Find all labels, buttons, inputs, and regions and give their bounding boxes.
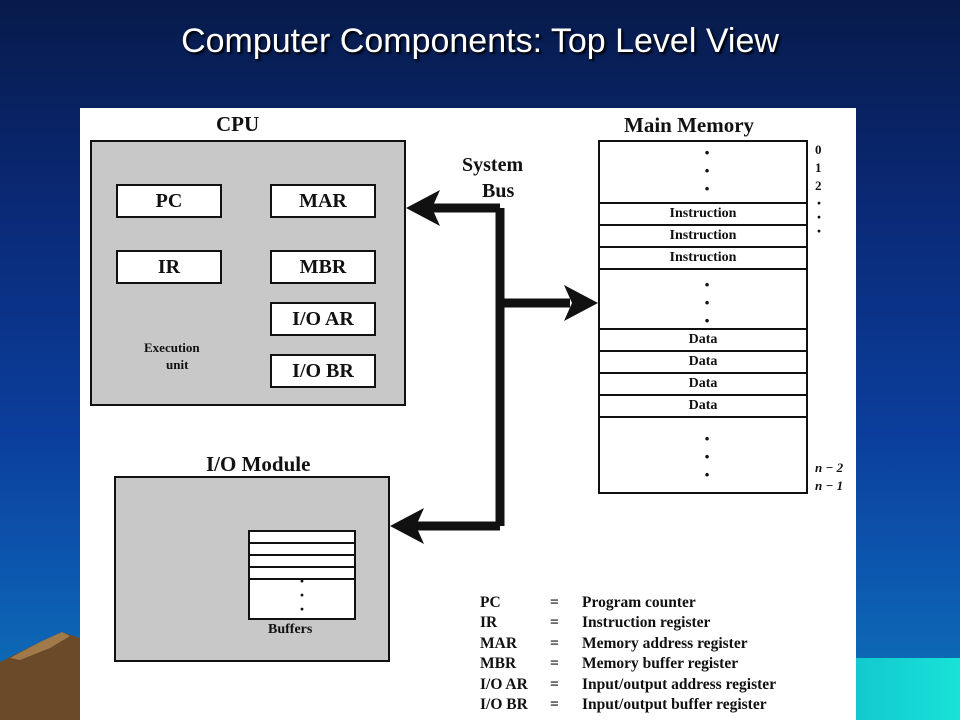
hill-decoration xyxy=(0,632,90,720)
memory-row-divider xyxy=(598,268,808,270)
legend-abbr: I/O BR xyxy=(480,696,528,713)
legend-meaning: Memory buffer register xyxy=(582,655,739,672)
buffers-label: Buffers xyxy=(268,622,313,637)
legend-eq: = xyxy=(550,594,559,611)
memory-instruction-row: Instruction xyxy=(598,246,808,268)
arrow-to-memory xyxy=(564,285,598,321)
teal-decoration xyxy=(856,658,960,720)
main-memory-label: Main Memory xyxy=(624,113,755,137)
address-label: 0 xyxy=(815,142,822,157)
io-br-register: I/O BR xyxy=(270,354,376,388)
legend-eq: = xyxy=(550,614,559,631)
memory-data-row: Data xyxy=(598,350,808,372)
io-ar-register: I/O AR xyxy=(270,302,376,336)
execution-unit-label-1: Execution xyxy=(144,340,200,355)
legend-abbr: IR xyxy=(480,614,498,631)
memory-data-row: Data xyxy=(598,328,808,350)
address-label: 1 xyxy=(815,160,822,175)
address-label: n − 2 xyxy=(815,460,844,475)
legend-eq: = xyxy=(550,655,559,672)
arrow-to-io xyxy=(390,508,424,544)
memory-data-row: Data xyxy=(598,394,808,416)
memory-dots-middle: ··· xyxy=(703,272,711,333)
ir-register: IR xyxy=(116,250,222,284)
memory-row-divider xyxy=(598,416,808,418)
memory-instruction-row: Instruction xyxy=(598,224,808,246)
legend-meaning: Input/output address register xyxy=(582,676,777,693)
legend-eq: = xyxy=(550,676,559,693)
system-bus-label-2: Bus xyxy=(482,180,515,202)
mbr-register: MBR xyxy=(270,250,376,284)
legend-abbr: MAR xyxy=(480,635,518,652)
legend-meaning: Memory address register xyxy=(582,635,748,652)
memory-dots-bottom: ··· xyxy=(703,426,711,487)
legend-abbr: PC xyxy=(480,594,501,611)
legend-eq: = xyxy=(550,635,559,652)
execution-unit-label-2: unit xyxy=(166,357,189,372)
mar-register: MAR xyxy=(270,184,376,218)
cpu-label: CPU xyxy=(216,112,260,136)
arrow-to-cpu xyxy=(406,190,440,226)
slide-title: Computer Components: Top Level View xyxy=(181,22,779,60)
system-bus-label-1: System xyxy=(462,154,524,176)
main-memory-box xyxy=(598,140,808,494)
memory-dots-top: ··· xyxy=(703,140,711,201)
io-module-label: I/O Module xyxy=(206,452,311,476)
legend-meaning: Instruction register xyxy=(582,614,711,631)
memory-instruction-row: Instruction xyxy=(598,202,808,224)
legend-abbr: I/O AR xyxy=(480,676,528,693)
address-dots: ··· xyxy=(815,193,822,241)
legend-meaning: Input/output buffer register xyxy=(582,696,767,713)
address-label: 2 xyxy=(815,178,822,193)
legend-abbr: MBR xyxy=(480,655,517,672)
buffers-dots: ··· xyxy=(298,571,305,619)
legend-meaning: Program counter xyxy=(582,594,696,611)
diagram-panel: CPU PC MAR IR MBR I/O AR I/O BR Executio… xyxy=(80,108,856,720)
address-label: n − 1 xyxy=(815,478,844,493)
buffers-box xyxy=(248,530,356,620)
legend-eq: = xyxy=(550,696,559,713)
pc-register: PC xyxy=(116,184,222,218)
memory-data-row: Data xyxy=(598,372,808,394)
